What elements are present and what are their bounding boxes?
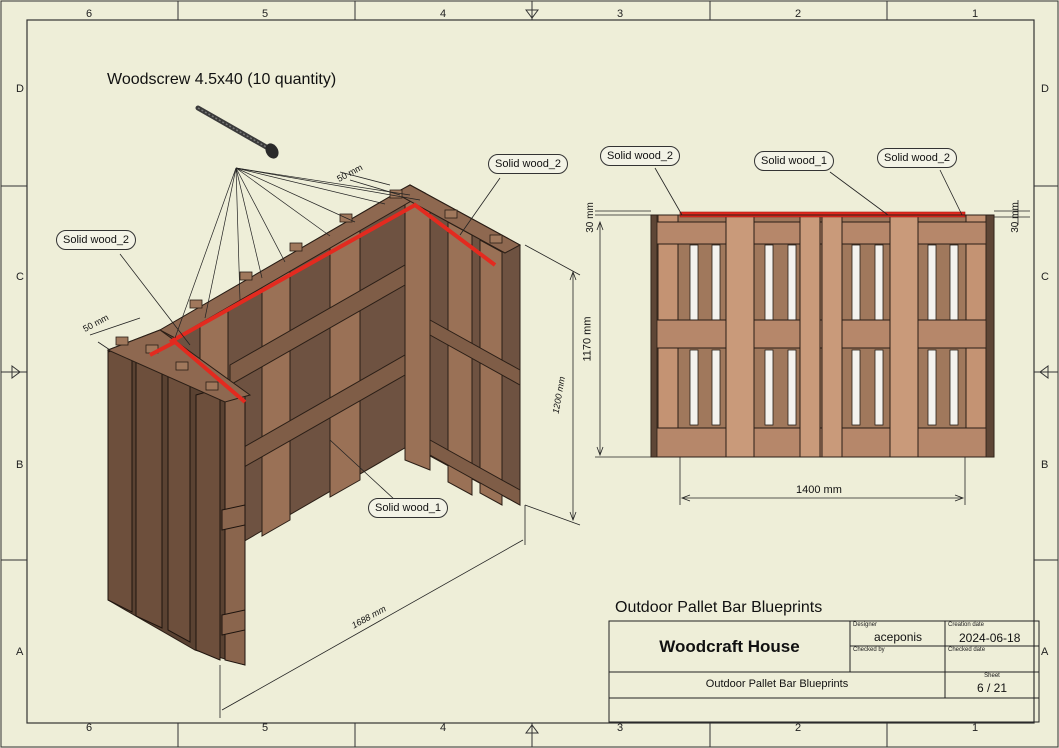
zone-top-6: 6 <box>86 8 93 20</box>
zone-left-C: C <box>16 271 24 283</box>
description: Outdoor Pallet Bar Blueprints <box>705 678 849 690</box>
iso-solid-wood-1-callout: Solid wood_1 <box>368 498 449 518</box>
creation-date-value: 2024-06-18 <box>959 631 1021 645</box>
designer-value: aceponis <box>874 630 923 644</box>
zone-left-D: D <box>16 83 24 95</box>
zone-bottom-5: 5 <box>262 722 269 734</box>
sheet-label: Sheet <box>984 673 1000 679</box>
checked-date-label: Checked date <box>948 647 986 653</box>
front-solid-wood-2-left-callout: Solid wood_2 <box>600 146 681 166</box>
zone-top-1: 1 <box>972 8 979 20</box>
zone-left-A: A <box>16 646 24 658</box>
front-view <box>595 167 1030 505</box>
front-dim-width: 1400 mm <box>796 484 842 496</box>
title-block-frame <box>608 620 1040 723</box>
zone-right-C: C <box>1041 271 1049 283</box>
iso-solid-wood-2-left-callout: Solid wood_2 <box>56 230 137 250</box>
company-name: Woodcraft House <box>659 637 800 656</box>
zone-bottom-6: 6 <box>86 722 93 734</box>
front-solid-wood-2-right-callout: Solid wood_2 <box>877 148 958 168</box>
zone-right-D: D <box>1041 83 1049 95</box>
zone-top-2: 2 <box>795 8 802 20</box>
drawing-title: Outdoor Pallet Bar Blueprints <box>615 599 823 616</box>
zone-bottom-1: 1 <box>972 722 979 734</box>
sheet-number: 6 / 21 <box>976 681 1008 695</box>
isometric-view <box>89 105 581 718</box>
front-dim-30-right: 30 mm <box>1009 202 1021 233</box>
zone-bottom-4: 4 <box>440 722 447 734</box>
front-solid-wood-1-callout: Solid wood_1 <box>754 151 835 171</box>
zone-top-3: 3 <box>617 8 624 20</box>
solid-wood-highlight <box>149 202 497 404</box>
checked-by-label: Checked by <box>853 647 885 653</box>
zone-bottom-3: 3 <box>617 722 624 734</box>
designer-label: Designer <box>853 622 878 628</box>
creation-date-label: Creation date <box>948 622 985 628</box>
iso-solid-wood-2-right-callout: Solid wood_2 <box>488 154 569 174</box>
zone-left-B: B <box>16 459 24 471</box>
woodscrew-illustration <box>195 105 279 159</box>
zone-top-4: 4 <box>440 8 447 20</box>
zone-right-A: A <box>1041 646 1049 658</box>
front-dim-30-left: 30 mm <box>584 202 596 233</box>
zone-right-B: B <box>1041 459 1049 471</box>
zone-top-5: 5 <box>262 8 269 20</box>
screw-note: Woodscrew 4.5x40 (10 quantity) <box>107 71 337 88</box>
front-dim-height: 1170 mm <box>581 316 594 362</box>
zone-bottom-2: 2 <box>795 722 802 734</box>
